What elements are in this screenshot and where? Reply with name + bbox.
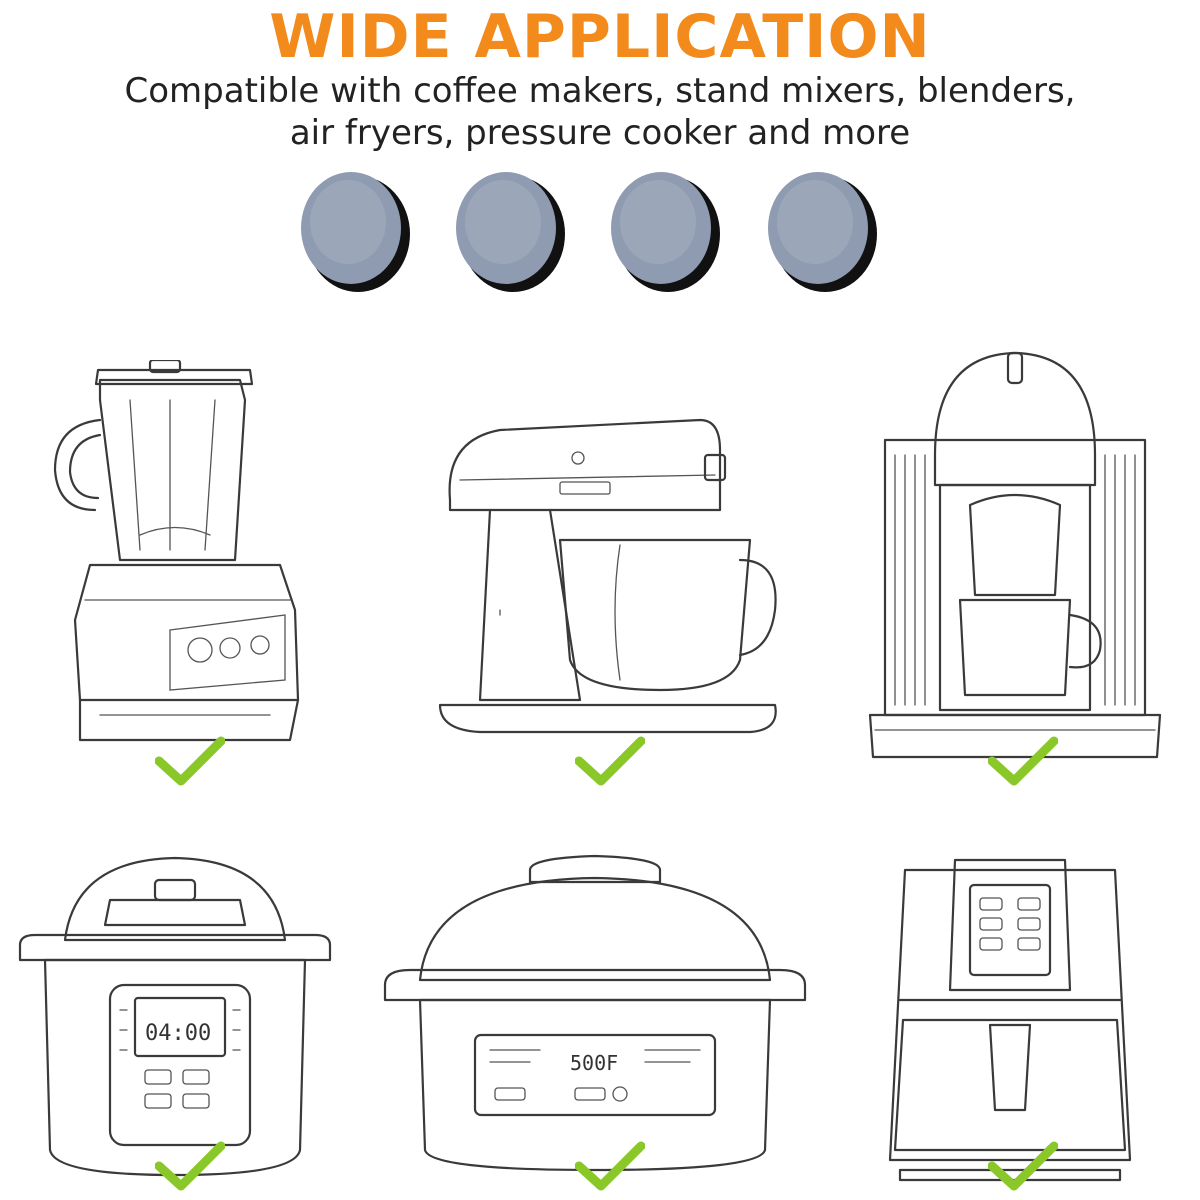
pressure-cooker-icon: 04:00	[15, 850, 335, 1185]
furniture-pad-icon	[450, 162, 570, 297]
page-title: WIDE APPLICATION	[269, 2, 931, 72]
check-icon	[155, 1140, 225, 1192]
subtitle-line-1: Compatible with coffee makers, stand mix…	[124, 71, 1076, 111]
blender-icon	[40, 360, 320, 760]
coffee-maker-icon	[865, 345, 1165, 770]
check-icon	[575, 735, 645, 787]
furniture-pad-icon	[762, 162, 882, 297]
check-icon	[575, 1140, 645, 1192]
furniture-pad-icon	[295, 162, 415, 297]
indoor-grill-icon: 500F	[380, 850, 810, 1185]
subtitle: Compatible with coffee makers, stand mix…	[0, 70, 1200, 154]
pads-row	[0, 162, 1200, 302]
check-icon	[988, 1140, 1058, 1192]
air-fryer-icon	[875, 850, 1145, 1185]
subtitle-line-2: air fryers, pressure cooker and more	[289, 113, 911, 153]
stand-mixer-icon	[420, 410, 790, 750]
cooker-time-display: 04:00	[145, 1021, 211, 1046]
check-icon	[155, 735, 225, 787]
grill-temperature-display: 500F	[570, 1051, 618, 1075]
check-icon	[988, 735, 1058, 787]
furniture-pad-icon	[605, 162, 725, 297]
